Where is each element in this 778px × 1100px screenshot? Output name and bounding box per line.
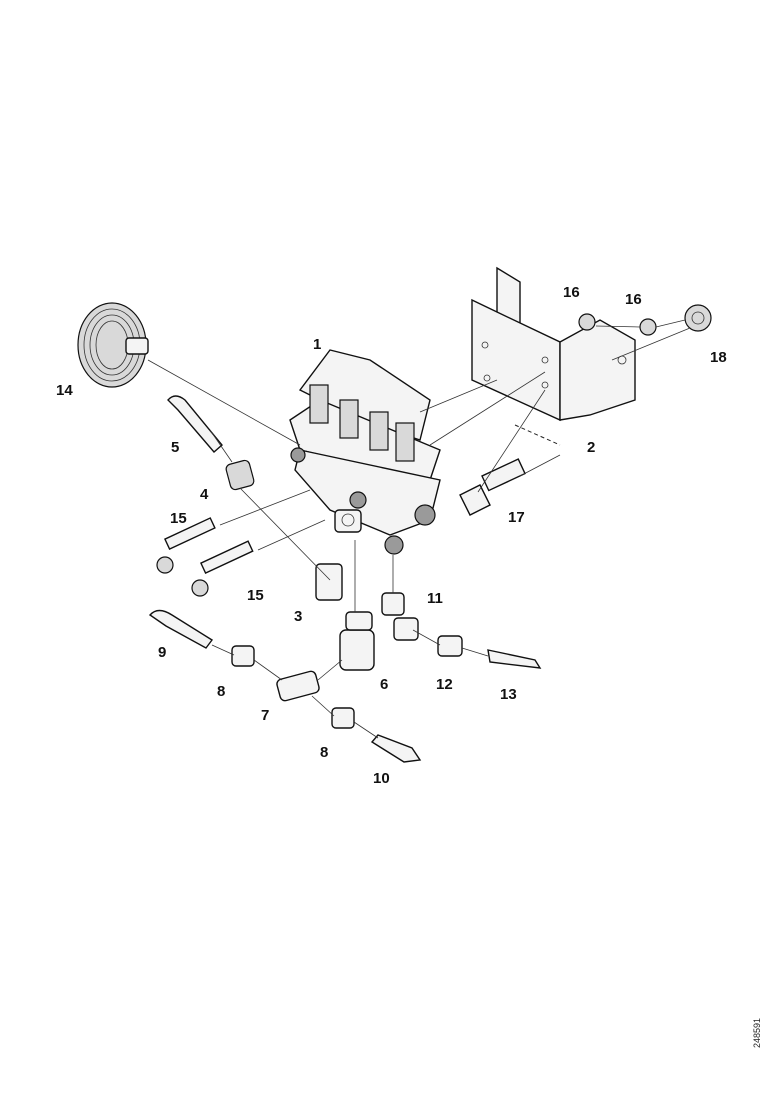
- part-17-bolt: [459, 458, 526, 516]
- callout-16b: 16: [625, 291, 642, 308]
- part-18-nut: [684, 304, 712, 332]
- assembly-lines: [147, 319, 691, 739]
- callout-10: 10: [373, 770, 390, 787]
- callout-4: 4: [200, 486, 209, 503]
- callout-17: 17: [508, 509, 525, 526]
- callout-15b: 15: [247, 587, 264, 604]
- callout-3: 3: [294, 608, 303, 625]
- part-14-bellows: [77, 302, 149, 388]
- callout-6: 6: [380, 676, 389, 693]
- callout-8b: 8: [320, 744, 329, 761]
- part-16-nuts: [578, 313, 657, 336]
- callout-7: 7: [261, 707, 270, 724]
- callout-13: 13: [500, 686, 517, 703]
- callout-16a: 16: [563, 284, 580, 301]
- part-15-bolts: [156, 517, 254, 597]
- fittings: [225, 459, 463, 729]
- callout-18: 18: [710, 349, 727, 366]
- callout-8a: 8: [217, 683, 226, 700]
- callout-1: 1: [313, 336, 322, 353]
- hose-parts: [148, 395, 542, 763]
- callout-14: 14: [56, 382, 73, 399]
- part-2-bracket: [471, 266, 636, 422]
- callout-12: 12: [436, 676, 453, 693]
- callout-11: 11: [427, 590, 443, 607]
- callout-9: 9: [158, 644, 167, 661]
- callout-2: 2: [587, 439, 596, 456]
- drawing-reference-code: 248591: [752, 1017, 762, 1048]
- callout-15a: 15: [170, 510, 187, 527]
- callout-5: 5: [171, 439, 180, 456]
- part-1-valve-block: [289, 349, 441, 555]
